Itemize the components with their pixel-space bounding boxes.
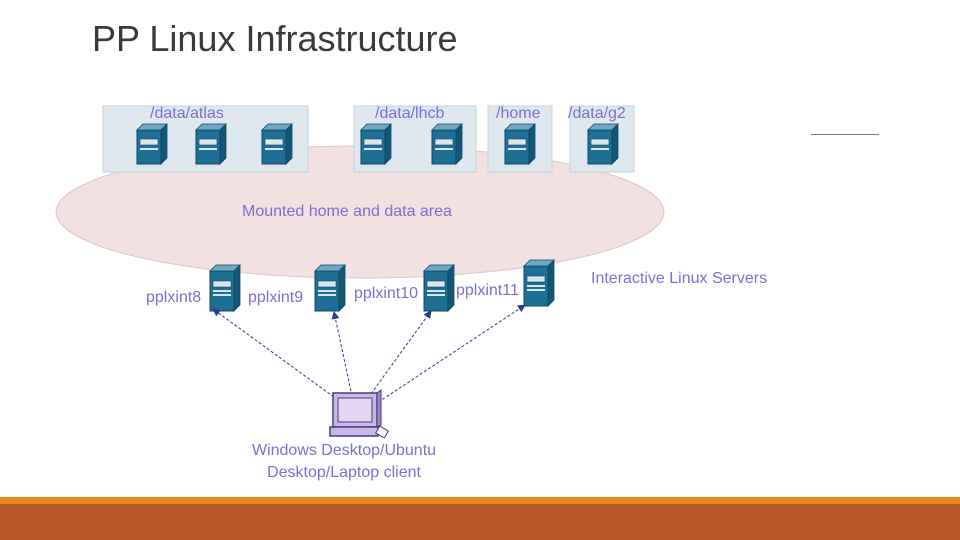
server-tower-icon	[195, 123, 227, 165]
server-tower-icon	[423, 264, 455, 312]
storage-label-lhcb: /data/lhcb	[375, 105, 445, 122]
client-label-line1: Windows Desktop/Ubuntu	[251, 442, 437, 459]
server-label: pplxint8	[146, 289, 202, 306]
server-tower-icon	[360, 123, 392, 165]
connection-arrow	[331, 311, 353, 397]
server-tower-icon	[209, 264, 241, 312]
servers-group-label: Interactive Linux Servers	[591, 270, 768, 287]
connection-arrow	[212, 308, 339, 401]
storage-label-g2: /data/g2	[568, 105, 626, 122]
desktop-computer-icon	[329, 389, 390, 439]
server-tower-icon	[504, 123, 536, 165]
footer-accent-line	[0, 497, 960, 504]
page-title: PP Linux Infrastructure	[92, 18, 458, 59]
storage-label-atlas: /data/atlas	[150, 105, 224, 122]
server-tower-icon	[136, 123, 168, 165]
footer-bar	[0, 504, 960, 540]
client-label-line2: Desktop/Laptop client	[267, 464, 421, 481]
decorative-line	[811, 134, 879, 135]
connection-arrow	[367, 310, 432, 399]
server-tower-icon	[261, 123, 293, 165]
server-label: pplxint11	[456, 282, 519, 299]
server-label: pplxint9	[248, 289, 304, 306]
server-tower-icon	[587, 123, 619, 165]
server-tower-icon	[523, 259, 555, 307]
server-label: pplxint10	[354, 285, 419, 302]
mounted-area-label: Mounted home and data area	[242, 203, 452, 220]
storage-label-home: /home	[496, 105, 541, 122]
server-tower-icon	[314, 264, 346, 312]
connection-arrow	[373, 304, 526, 406]
server-tower-icon	[431, 123, 463, 165]
